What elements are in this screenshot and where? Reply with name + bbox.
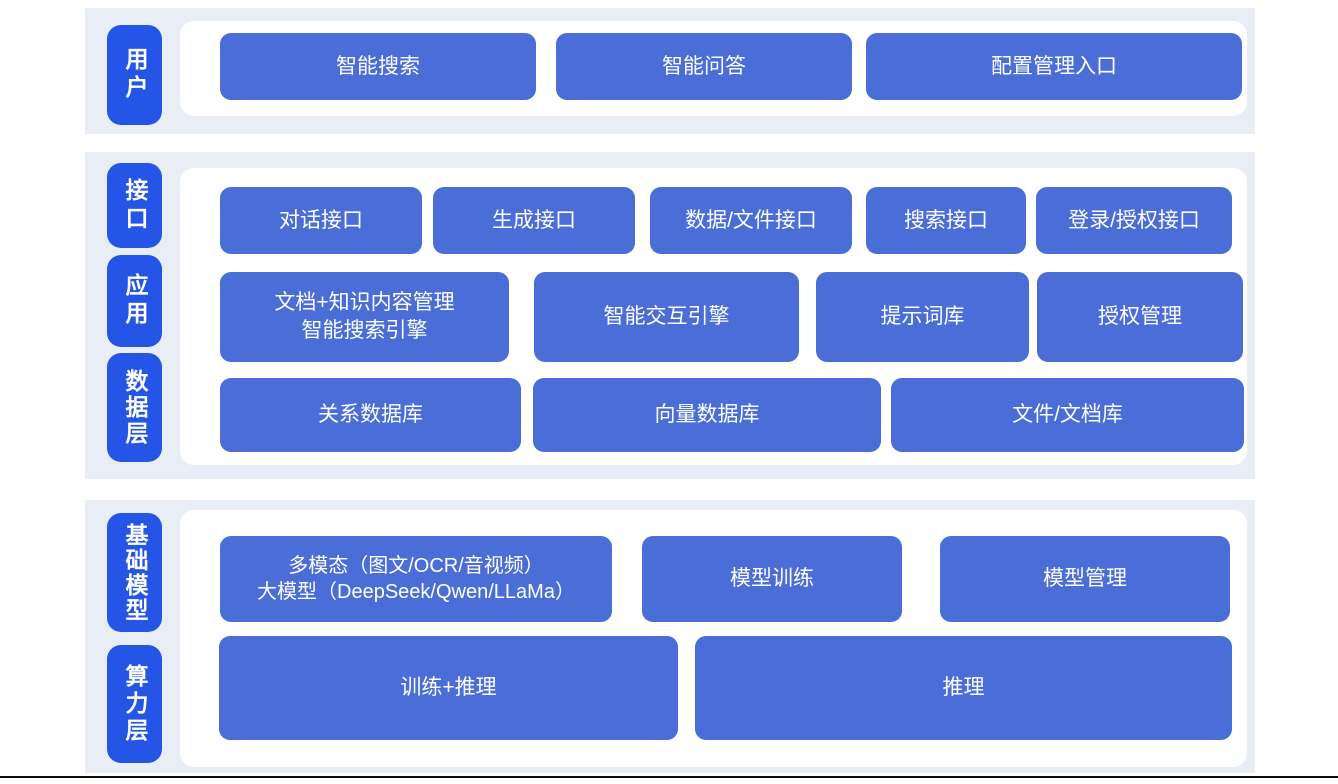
- block-file-doc-store: 文件/文档库: [891, 378, 1244, 452]
- block-training-inference: 训练+推理: [219, 636, 678, 740]
- block-model-management: 模型管理: [940, 536, 1230, 622]
- layer-label-application: 应用: [107, 255, 162, 347]
- layer-label-compute: 算力层: [107, 645, 162, 763]
- block-vector-db: 向量数据库: [533, 378, 881, 452]
- block-inference: 推理: [695, 636, 1232, 740]
- block-search-api: 搜索接口: [866, 187, 1026, 254]
- layer-label-user: 用户: [107, 25, 162, 125]
- block-config-management-entry: 配置管理入口: [866, 33, 1242, 100]
- block-relational-db: 关系数据库: [220, 378, 521, 452]
- block-generation-api: 生成接口: [433, 187, 635, 254]
- layer-label-data: 数据层: [107, 353, 162, 462]
- block-data-file-api: 数据/文件接口: [650, 187, 852, 254]
- data-layer-row: 关系数据库 向量数据库 文件/文档库: [220, 378, 1244, 452]
- user-layer-row: 智能搜索 智能问答 配置管理入口: [220, 33, 1242, 100]
- interface-layer-row: 对话接口 生成接口 数据/文件接口 搜索接口 登录/授权接口: [220, 187, 1232, 254]
- block-smart-interaction-engine: 智能交互引擎: [534, 272, 799, 362]
- middle-layers-card: 对话接口 生成接口 数据/文件接口 搜索接口 登录/授权接口 文档+知识内容管理…: [180, 168, 1247, 465]
- block-dialog-api: 对话接口: [220, 187, 422, 254]
- layer-label-foundation-model: 基础模型: [107, 513, 162, 632]
- layer-label-interface: 接口: [107, 163, 162, 248]
- bottom-layers-card: 多模态（图文/OCR/音视频） 大模型（DeepSeek/Qwen/LLaMa）…: [180, 510, 1247, 767]
- compute-layer-row: 训练+推理 推理: [219, 636, 1232, 740]
- block-smart-qa: 智能问答: [556, 33, 852, 100]
- foundation-model-row: 多模态（图文/OCR/音视频） 大模型（DeepSeek/Qwen/LLaMa）…: [220, 536, 1230, 622]
- user-layer-card: 智能搜索 智能问答 配置管理入口: [180, 21, 1247, 116]
- block-model-training: 模型训练: [642, 536, 902, 622]
- application-layer-row: 文档+知识内容管理 智能搜索引擎 智能交互引擎 提示词库 授权管理: [220, 272, 1243, 362]
- block-prompt-library: 提示词库: [816, 272, 1029, 362]
- block-doc-knowledge-search-engine: 文档+知识内容管理 智能搜索引擎: [220, 272, 509, 362]
- block-auth-management: 授权管理: [1037, 272, 1243, 362]
- block-multimodal-llm: 多模态（图文/OCR/音视频） 大模型（DeepSeek/Qwen/LLaMa）: [220, 536, 612, 622]
- block-smart-search: 智能搜索: [220, 33, 536, 100]
- bottom-rule: [0, 776, 1338, 778]
- block-login-auth-api: 登录/授权接口: [1036, 187, 1232, 254]
